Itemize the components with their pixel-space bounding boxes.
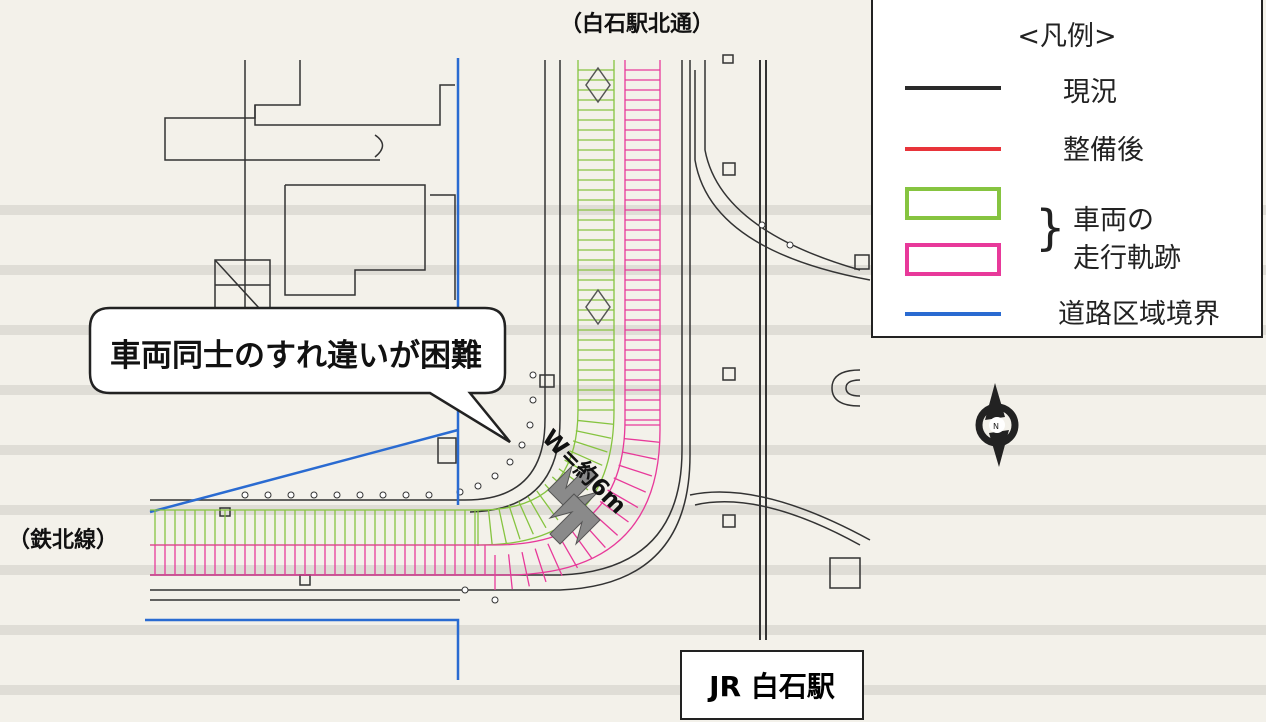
track-rung [498, 507, 507, 544]
width-arrow [547, 464, 601, 546]
bollards [241, 221, 794, 604]
legend-swatch-after [905, 147, 1001, 151]
callout-bubble [88, 306, 511, 444]
track-rung [618, 464, 653, 477]
track-rung [624, 437, 660, 443]
track-rung [569, 450, 603, 466]
legend: <凡例> 現況 整備後 } 車両の 走行軌跡 道路区域境界 [871, 0, 1263, 338]
track-rung [518, 501, 534, 535]
track-rung [575, 430, 612, 439]
track-rung [507, 554, 513, 590]
track-rung [572, 440, 608, 453]
legend-title: <凡例> [1017, 21, 1117, 52]
track-after-pink [150, 60, 661, 590]
road-boundary [145, 58, 460, 680]
station-label: JR 白石駅 [680, 650, 864, 720]
legend-swatch-boundary [905, 312, 1001, 316]
legend-label-track-line1: 車両の [1073, 205, 1154, 236]
compass-icon: N [975, 383, 1019, 467]
legend-swatch-existing [905, 86, 1001, 90]
street-label-west: （鉄北線） [8, 528, 119, 553]
track-rung [599, 500, 629, 523]
legend-brace: } [1035, 200, 1066, 256]
callout-text: 車両同士のすれ違いが困難 [110, 338, 482, 374]
track-rung [527, 496, 547, 529]
legend-label-after: 整備後 [1063, 135, 1144, 166]
legend-swatch-track-pink [905, 243, 1001, 276]
track-rung [534, 548, 547, 583]
lane-markings [585, 66, 611, 326]
svg-text:N: N [993, 422, 999, 431]
track-rung [613, 477, 646, 493]
track-rung [570, 529, 593, 559]
track-rung [607, 489, 639, 509]
legend-label-existing: 現況 [1063, 77, 1117, 108]
track-rung [508, 504, 521, 540]
track-rung [487, 509, 493, 546]
track-rung [622, 451, 657, 460]
legend-label-boundary: 道路区域境界 [1058, 299, 1220, 330]
legend-label-track-line2: 走行軌跡 [1073, 243, 1181, 274]
track-rung [521, 552, 530, 587]
track-rung [559, 537, 579, 569]
railway-line [759, 60, 767, 640]
track-rung [577, 419, 614, 425]
legend-swatch-track-green [905, 187, 1001, 220]
track-rung [547, 543, 563, 576]
street-label-north: （白石駅北通） [560, 12, 715, 37]
